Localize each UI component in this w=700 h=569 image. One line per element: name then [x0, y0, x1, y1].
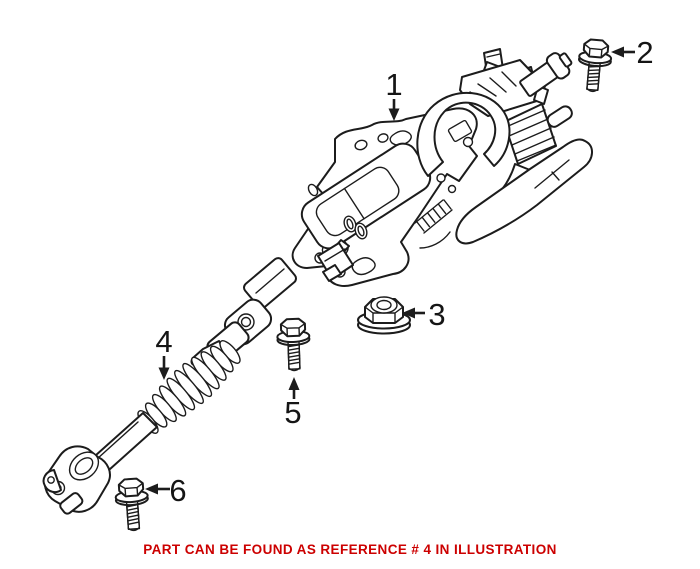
hex-flange-nut [357, 296, 411, 335]
callout-2-arrowhead-icon [611, 46, 624, 58]
callout-3: 3 [402, 297, 446, 332]
upper-coupling [243, 257, 297, 309]
pivot-loop [416, 91, 511, 177]
callout-3-arrowhead-icon [402, 307, 415, 319]
callout-4-label: 4 [155, 324, 172, 359]
callout-1-arrowhead-icon [388, 108, 400, 121]
callout-5: 5 [284, 377, 302, 430]
callout-6-arrowhead-icon [145, 483, 158, 495]
callout-1: 1 [385, 67, 403, 121]
center-flange-bolt [275, 317, 312, 373]
callout-2-label: 2 [636, 35, 653, 70]
callout-6-label: 6 [169, 473, 186, 508]
intermediate-steering-shaft [42, 257, 297, 515]
lower-shaft-stub [317, 239, 354, 282]
tension-spring [414, 199, 453, 234]
coil-detail [343, 215, 368, 240]
callout-4: 4 [155, 324, 173, 380]
callout-5-label: 5 [284, 395, 301, 430]
callout-1-label: 1 [385, 67, 402, 102]
steering-column-assembly [291, 48, 593, 287]
callout-3-label: 3 [428, 297, 445, 332]
callout-2: 2 [611, 35, 654, 70]
column-tube [300, 142, 432, 250]
lower-flange-bolt [113, 476, 151, 533]
lower-universal-joint [42, 445, 111, 515]
upper-flange-bolt [575, 37, 614, 94]
release-lever [419, 138, 593, 249]
callout-4-arrowhead-icon [158, 367, 170, 380]
callout-5-arrowhead-icon [288, 377, 300, 390]
caption-text: PART CAN BE FOUND AS REFERENCE # 4 IN IL… [143, 542, 557, 557]
callout-6: 6 [145, 473, 187, 508]
ignition-stub [519, 52, 573, 97]
